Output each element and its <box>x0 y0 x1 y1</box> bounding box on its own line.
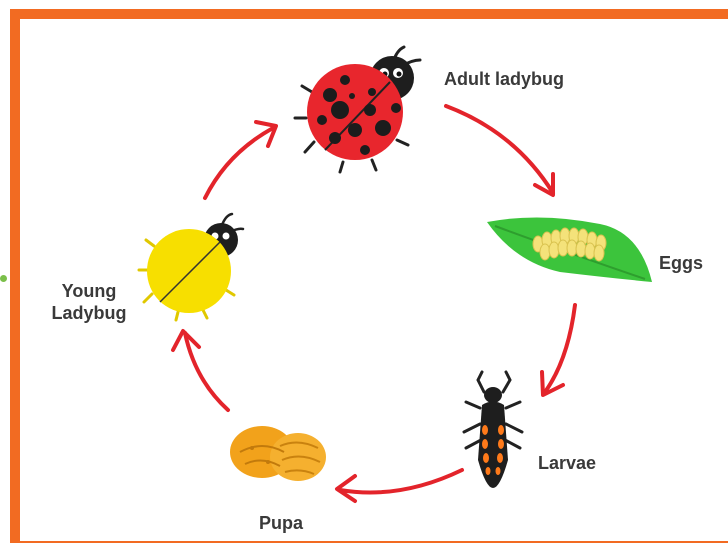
label-young-line2: Ladybug <box>44 302 134 324</box>
arrow-larvae-to-pupa <box>337 470 462 501</box>
label-young-ladybug: Young Ladybug <box>44 280 134 324</box>
pupa-icon <box>230 426 326 481</box>
label-pupa: Pupa <box>259 512 303 534</box>
label-adult-ladybug: Adult ladybug <box>444 68 564 90</box>
arrow-eggs-to-larvae <box>542 305 575 395</box>
arrow-pupa-to-young <box>173 331 228 410</box>
eggs-on-leaf-icon <box>487 217 652 282</box>
arrow-adult-to-eggs <box>446 106 553 195</box>
label-young-line1: Young <box>44 280 134 302</box>
label-eggs: Eggs <box>659 252 703 274</box>
young-ladybug-icon <box>139 214 243 320</box>
arrow-young-to-adult <box>205 122 276 198</box>
larva-icon <box>464 372 522 488</box>
label-larvae: Larvae <box>538 452 596 474</box>
adult-ladybug-icon <box>295 47 420 172</box>
